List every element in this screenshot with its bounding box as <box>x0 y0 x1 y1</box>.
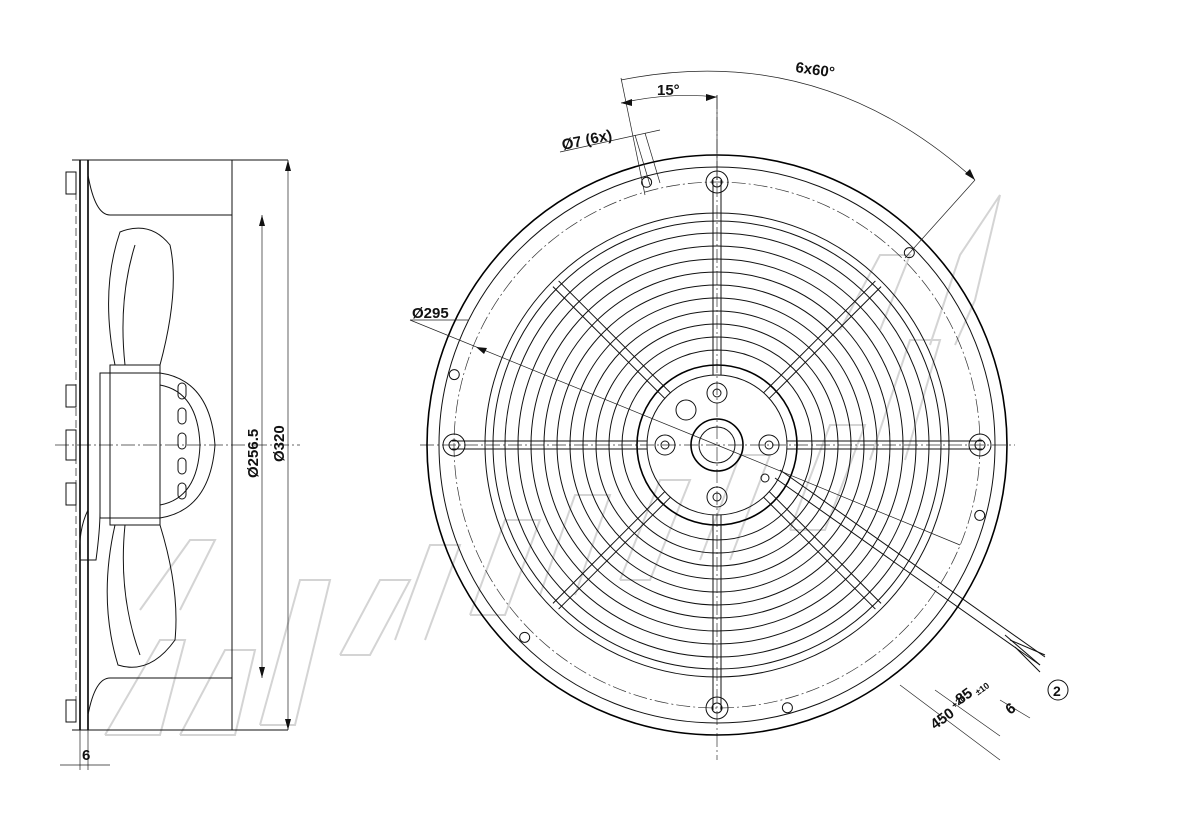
callout-2-label: 2 <box>1053 683 1061 699</box>
hub-bolt <box>758 434 780 456</box>
spoke-bolt <box>968 433 992 457</box>
spoke-bolt-inner <box>448 439 460 451</box>
spoke-bolt-inner <box>974 439 986 451</box>
guard-ring <box>492 220 942 670</box>
angle-15-label: 15° <box>657 82 680 99</box>
mounting-hole <box>781 702 793 714</box>
mounting-hole <box>641 176 653 188</box>
guard-ring <box>621 349 813 541</box>
guard-ring <box>530 258 904 632</box>
guard-spoke <box>552 491 666 604</box>
hub-bolt-inner <box>712 492 722 502</box>
guard-spoke <box>552 286 666 399</box>
bolt-circle-label: Ø295 <box>412 305 449 322</box>
flange-thickness-label: 6 <box>82 747 90 764</box>
hub-bolt-inner <box>764 440 774 450</box>
spoke-bolt <box>442 433 466 457</box>
guard-ring <box>582 310 852 580</box>
guard-spoke <box>763 280 876 394</box>
guard-ring <box>556 284 878 606</box>
callout-2-circle <box>1047 679 1069 701</box>
guard-ring <box>543 271 891 619</box>
mounting-hole <box>903 247 915 259</box>
angle-6x60-label: 6x60° <box>794 59 835 81</box>
guard-ring <box>608 336 826 554</box>
hub-bolt <box>654 434 676 456</box>
guard-ring <box>504 232 930 658</box>
guard-spoke <box>763 496 876 610</box>
guard-spoke <box>768 286 882 399</box>
cable-85-label: 85 <box>952 685 975 709</box>
guard-ring <box>595 323 839 567</box>
watermark-logo <box>104 194 1001 736</box>
inner-diameter-label: Ø256.5 <box>245 429 262 478</box>
mounting-hole <box>448 369 460 381</box>
cable-strip-label: 6 <box>1002 700 1019 719</box>
cable-85-tolerance: ±10 <box>973 680 991 697</box>
hole-diameter-label: Ø7 (6x) <box>560 127 613 154</box>
guard-ring <box>569 297 865 593</box>
hub-bolt <box>706 486 728 508</box>
hub-bolt <box>706 382 728 404</box>
guard-ring <box>517 245 917 645</box>
spoke-bolt <box>705 696 729 720</box>
guard-spoke <box>558 496 671 610</box>
hub-bolt-inner <box>660 440 670 450</box>
spoke-bolt-inner <box>711 702 723 714</box>
mounting-hole <box>519 631 531 643</box>
hub-bolt-inner <box>712 388 722 398</box>
outer-diameter-label: Ø320 <box>271 425 288 462</box>
cable-length-450: 450 +20 <box>927 693 967 733</box>
fan-front-view <box>409 70 1046 761</box>
mounting-hole <box>974 509 986 521</box>
guard-spoke <box>768 491 882 604</box>
guard-spoke <box>558 280 671 394</box>
fan-side-view <box>55 159 300 770</box>
